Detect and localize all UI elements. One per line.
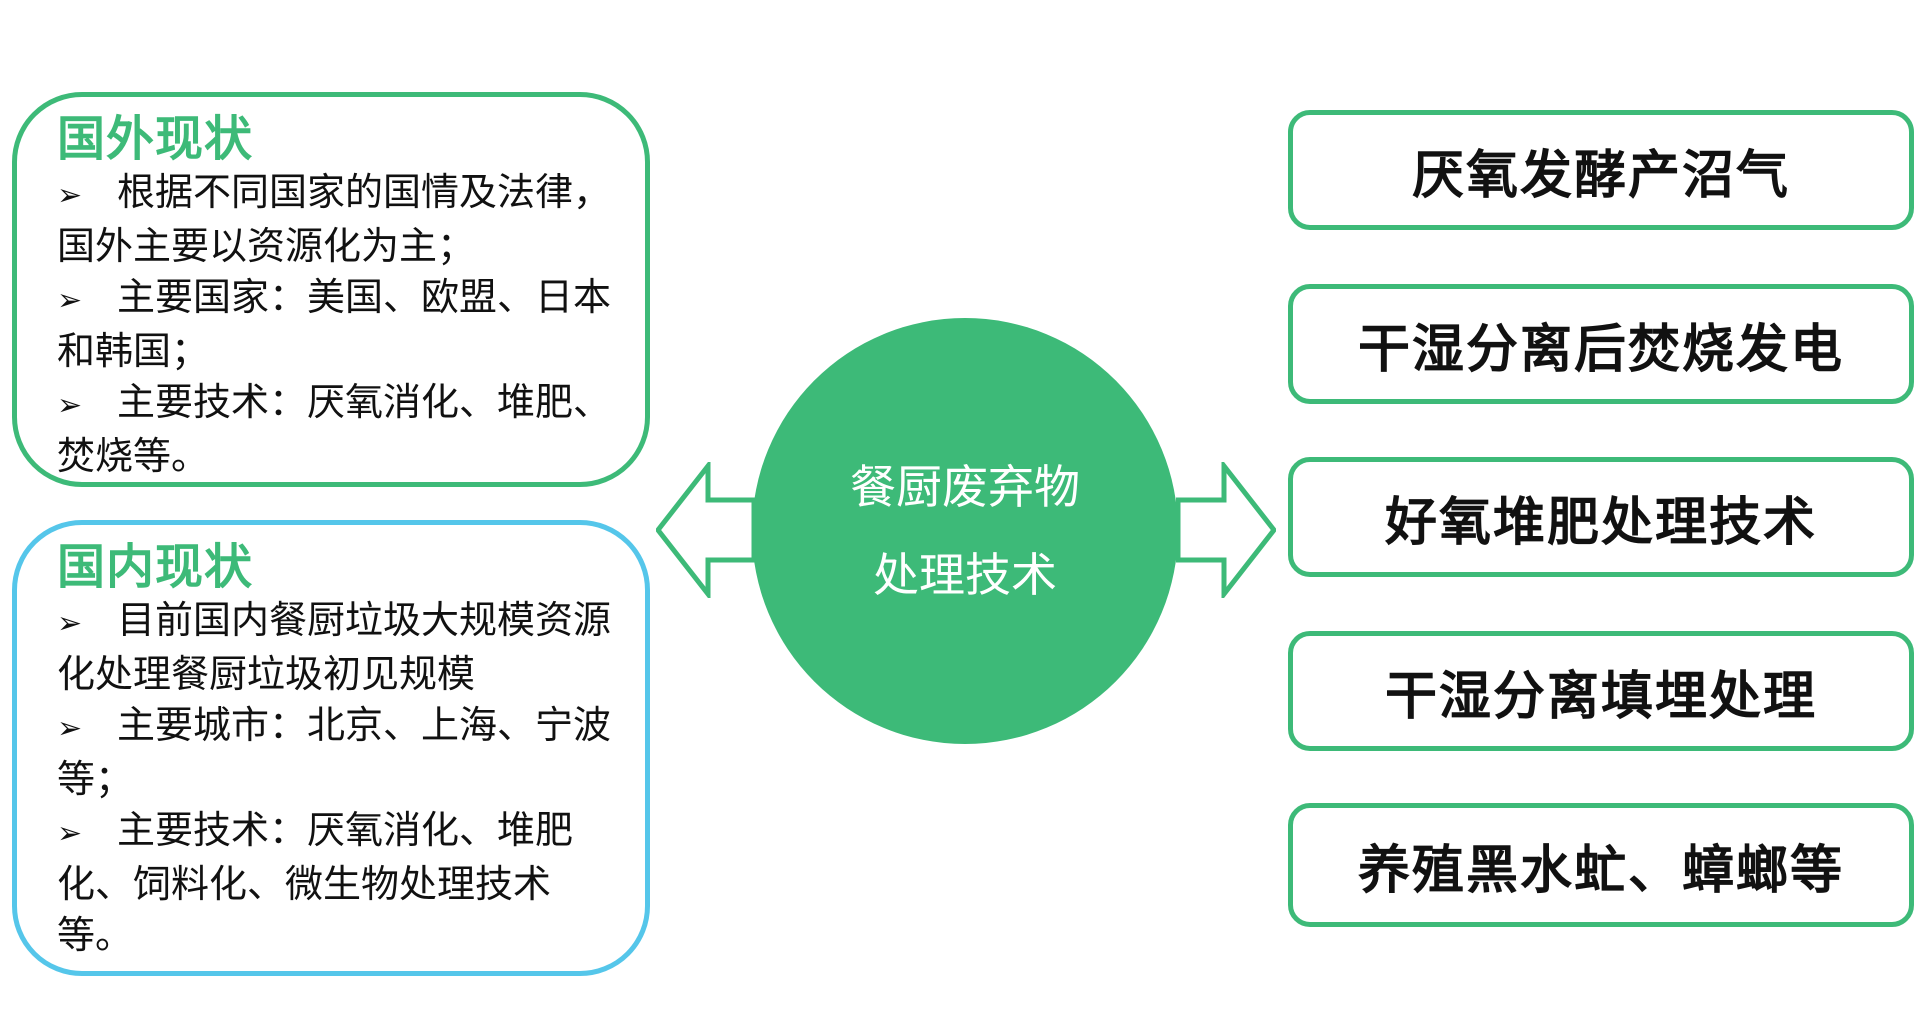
list-item-text: 目前国内餐厨垃圾大规模资源化处理餐厨垃圾初见规模: [57, 598, 612, 696]
arrow-bullet-icon: ➢: [57, 283, 83, 318]
technology-box: 好氧堆肥处理技术: [1288, 457, 1914, 577]
list-item-text: 主要国家：美国、欧盟、日本和韩国；: [57, 275, 612, 373]
arrow-bullet-icon: ➢: [57, 816, 83, 851]
central-topic-line1: 餐厨废弃物: [850, 460, 1080, 514]
left-arrow-icon: [656, 462, 756, 598]
domestic-status-panel: 国内现状 ➢目前国内餐厨垃圾大规模资源化处理餐厨垃圾初见规模 ➢主要城市：北京、…: [12, 520, 650, 976]
technology-box: 养殖黑水虻、蟑螂等: [1288, 803, 1914, 927]
arrow-bullet-icon: ➢: [57, 606, 83, 641]
list-item-text: 主要城市：北京、上海、宁波等；: [57, 703, 612, 801]
list-item-text: 主要技术：厌氧消化、堆肥化、饲料化、微生物处理技术等。: [57, 808, 574, 957]
foreign-status-title: 国外现状: [57, 111, 254, 167]
arrow-bullet-icon: ➢: [57, 178, 83, 213]
central-topic-circle: 餐厨废弃物 处理技术: [752, 318, 1178, 744]
technology-box: 干湿分离填埋处理: [1288, 631, 1914, 751]
technology-box: 干湿分离后焚烧发电: [1288, 284, 1914, 404]
foreign-status-list: ➢根据不同国家的国情及法律，国外主要以资源化为主； ➢主要国家：美国、欧盟、日本…: [57, 167, 615, 482]
arrow-bullet-icon: ➢: [57, 388, 83, 423]
arrow-bullet-icon: ➢: [57, 711, 83, 746]
list-item: ➢目前国内餐厨垃圾大规模资源化处理餐厨垃圾初见规模: [57, 595, 615, 700]
list-item: ➢主要技术：厌氧消化、堆肥、焚烧等。: [57, 377, 615, 482]
right-arrow-icon: [1176, 462, 1276, 598]
central-topic-line2: 处理技术: [873, 548, 1057, 602]
list-item-text: 主要技术：厌氧消化、堆肥、焚烧等。: [57, 380, 612, 478]
domestic-status-list: ➢目前国内餐厨垃圾大规模资源化处理餐厨垃圾初见规模 ➢主要城市：北京、上海、宁波…: [57, 595, 615, 961]
list-item: ➢主要国家：美国、欧盟、日本和韩国；: [57, 272, 615, 377]
list-item-text: 根据不同国家的国情及法律，国外主要以资源化为主；: [57, 170, 612, 268]
domestic-status-title: 国内现状: [57, 539, 254, 595]
list-item: ➢主要城市：北京、上海、宁波等；: [57, 700, 615, 805]
list-item: ➢主要技术：厌氧消化、堆肥化、饲料化、微生物处理技术等。: [57, 805, 615, 961]
technology-box: 厌氧发酵产沼气: [1288, 110, 1914, 230]
list-item: ➢根据不同国家的国情及法律，国外主要以资源化为主；: [57, 167, 615, 272]
foreign-status-panel: 国外现状 ➢根据不同国家的国情及法律，国外主要以资源化为主； ➢主要国家：美国、…: [12, 92, 650, 487]
